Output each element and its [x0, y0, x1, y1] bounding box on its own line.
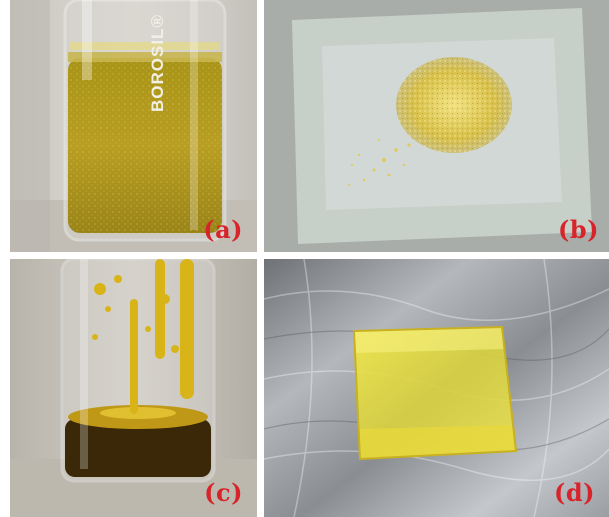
vial-brand-text: BOROSIL®: [148, 14, 167, 112]
vial-photo: [10, 259, 257, 517]
panel-label-d: (d): [554, 478, 595, 507]
panel-label-c: (c): [204, 478, 243, 507]
photo-panel-b: (b): [264, 0, 609, 252]
photo-panel-c: (c): [10, 259, 257, 517]
yellow-drips: [92, 259, 194, 414]
panel-label-a: (a): [203, 215, 243, 244]
dark-liquid: [65, 419, 211, 477]
photo-panel-d: (d): [264, 259, 609, 517]
beaker-photo: BOROSIL®: [10, 0, 257, 252]
powder-photo: [264, 0, 609, 252]
film-photo: [264, 259, 609, 517]
photo-panel-a: BOROSIL® (a): [10, 0, 257, 252]
panel-label-b: (b): [558, 215, 599, 244]
